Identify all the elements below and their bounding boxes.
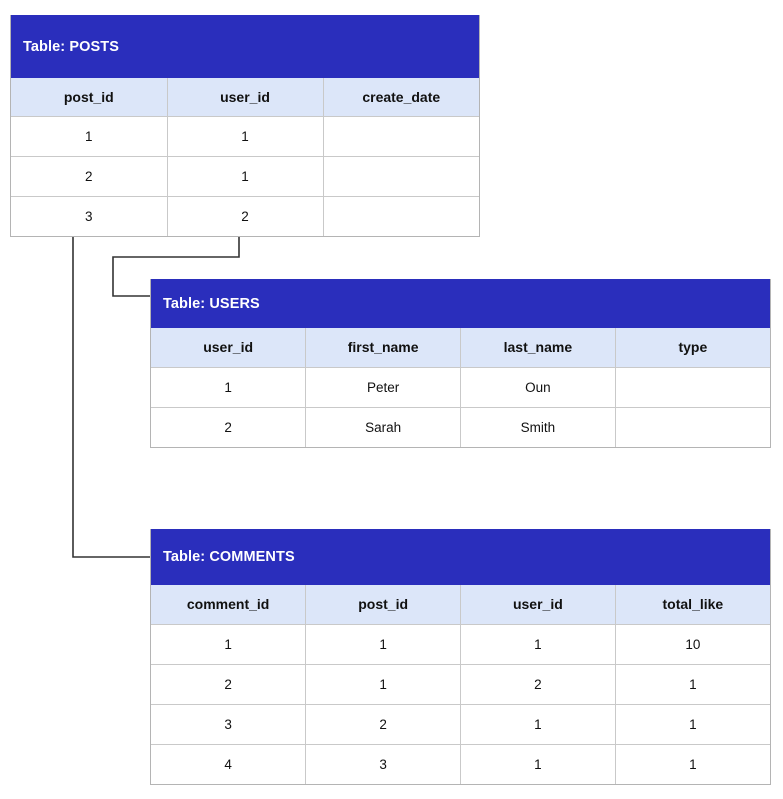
table-posts-cell-1-1: 1 bbox=[167, 156, 324, 197]
table-users-cell-0-2: Oun bbox=[460, 367, 616, 408]
table-row: 1 1 1 10 bbox=[151, 624, 770, 665]
table-comments-cell-3-1: 3 bbox=[305, 744, 461, 784]
table-comments-title-text: Table: COMMENTS bbox=[163, 549, 295, 565]
table-users-col-last-name: last_name bbox=[460, 328, 616, 368]
table-users-col-user-id: user_id bbox=[151, 328, 307, 368]
table-comments-col-total-like: total_like bbox=[615, 585, 770, 625]
table-users-cell-0-0: 1 bbox=[151, 367, 307, 408]
table-posts[interactable]: Table: POSTS post_id user_id create_date… bbox=[10, 15, 480, 237]
table-comments-cell-2-1: 2 bbox=[305, 704, 461, 745]
table-users-title-text: Table: USERS bbox=[163, 295, 260, 312]
table-users-cell-1-0: 2 bbox=[151, 407, 307, 447]
table-posts-header-row: post_id user_id create_date bbox=[11, 78, 479, 117]
table-row: 1 1 bbox=[11, 116, 479, 157]
table-posts-col-user-id: user_id bbox=[167, 78, 324, 117]
table-comments-cell-1-1: 1 bbox=[305, 664, 461, 705]
table-users-cell-1-2: Smith bbox=[460, 407, 616, 447]
table-comments-cell-1-0: 2 bbox=[151, 664, 307, 705]
table-comments-cell-0-2: 1 bbox=[460, 624, 616, 665]
table-posts-cell-0-1: 1 bbox=[167, 116, 324, 157]
table-users-cell-1-3 bbox=[615, 407, 770, 447]
table-posts-col-create-date: create_date bbox=[323, 78, 479, 117]
table-users-col-type: type bbox=[615, 328, 770, 368]
table-comments-cell-3-2: 1 bbox=[460, 744, 616, 784]
table-comments-title-bar: Table: COMMENTS bbox=[151, 529, 770, 585]
table-posts-cell-1-0: 2 bbox=[11, 156, 168, 197]
table-comments-cell-0-3: 10 bbox=[615, 624, 770, 665]
table-row: 3 2 bbox=[11, 196, 479, 236]
table-comments-cell-2-2: 1 bbox=[460, 704, 616, 745]
table-row: 3 2 1 1 bbox=[151, 704, 770, 745]
table-users-cell-0-1: Peter bbox=[305, 367, 461, 408]
table-users-col-first-name: first_name bbox=[305, 328, 461, 368]
table-posts-col-post-id: post_id bbox=[11, 78, 168, 117]
table-row: 2 1 2 1 bbox=[151, 664, 770, 705]
table-row: 2 1 bbox=[11, 156, 479, 197]
table-users-grid: user_id first_name last_name type 1 Pete… bbox=[151, 328, 770, 447]
table-posts-cell-1-2 bbox=[323, 156, 479, 197]
table-posts-title-bar: Table: POSTS bbox=[11, 15, 479, 78]
table-row: 1 Peter Oun bbox=[151, 367, 770, 408]
table-comments-grid: comment_id post_id user_id total_like 1 … bbox=[151, 585, 770, 784]
table-comments[interactable]: Table: COMMENTS comment_id post_id user_… bbox=[150, 529, 771, 785]
table-posts-cell-0-0: 1 bbox=[11, 116, 168, 157]
table-users-cell-1-1: Sarah bbox=[305, 407, 461, 447]
table-comments-cell-0-1: 1 bbox=[305, 624, 461, 665]
table-comments-cell-3-3: 1 bbox=[689, 756, 697, 772]
table-comments-col-post-id: post_id bbox=[305, 585, 461, 625]
table-comments-cell-2-3: 1 bbox=[615, 704, 770, 745]
table-comments-header-row: comment_id post_id user_id total_like bbox=[151, 585, 770, 625]
table-posts-cell-0-2 bbox=[323, 116, 479, 157]
table-comments-cell-1-3: 1 bbox=[615, 664, 770, 705]
table-row: 4 3 1 1 bbox=[151, 744, 770, 784]
table-users-cell-0-3 bbox=[615, 367, 770, 408]
table-posts-cell-2-0: 3 bbox=[11, 196, 168, 236]
table-comments-cell-3-0: 4 bbox=[151, 744, 307, 784]
table-posts-grid: post_id user_id create_date 1 1 2 1 3 2 bbox=[11, 78, 479, 236]
table-row: 2 Sarah Smith bbox=[151, 407, 770, 447]
table-comments-col-comment-id: comment_id bbox=[151, 585, 307, 625]
table-users[interactable]: Table: USERS user_id first_name last_nam… bbox=[150, 279, 771, 448]
table-comments-cell-1-2: 2 bbox=[460, 664, 616, 705]
table-comments-cell-2-0: 3 bbox=[151, 704, 307, 745]
connector-posts-post-id-to-comments bbox=[72, 237, 150, 558]
table-comments-col-user-id: user_id bbox=[460, 585, 616, 625]
table-posts-cell-2-2 bbox=[323, 196, 479, 236]
table-posts-cell-2-1: 2 bbox=[167, 196, 324, 236]
table-users-title-bar: Table: USERS bbox=[151, 279, 770, 328]
table-posts-title-text: Table: POSTS bbox=[23, 38, 120, 55]
table-users-header-row: user_id first_name last_name type bbox=[151, 328, 770, 368]
table-comments-cell-0-0: 1 bbox=[151, 624, 307, 665]
